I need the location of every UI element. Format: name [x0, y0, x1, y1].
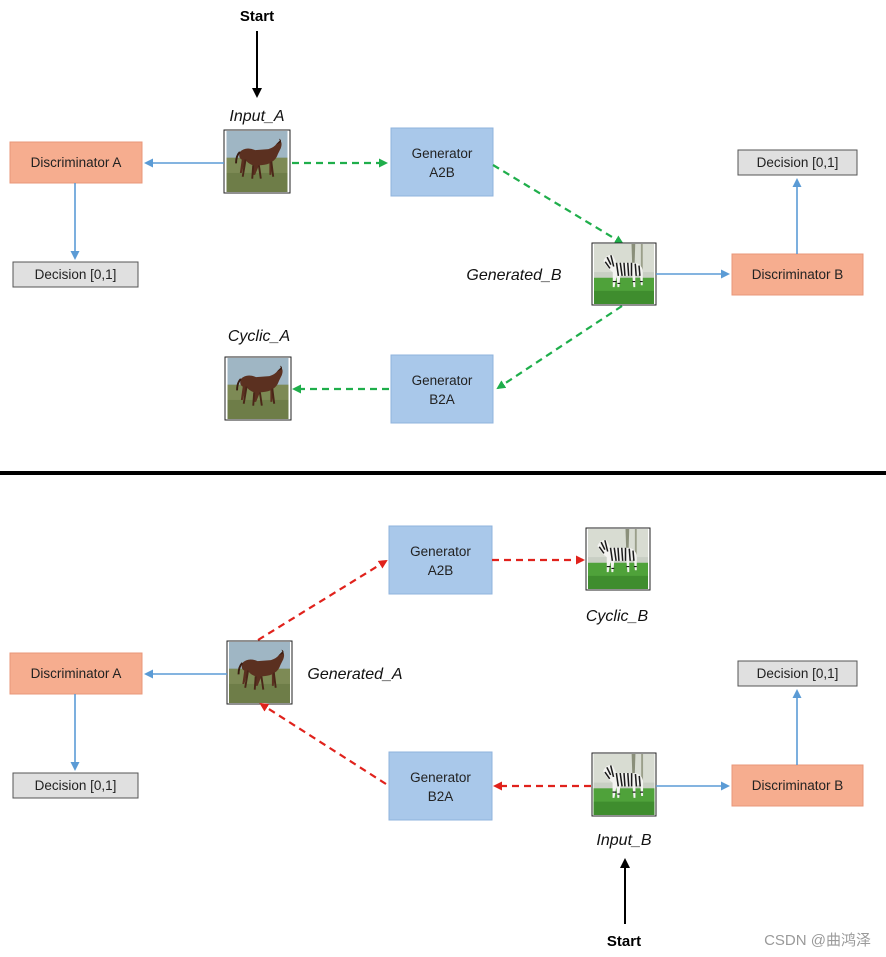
bottom-generator-a2b: Generator A2B	[388, 525, 493, 595]
bottom-decision-a: Decision [0,1]	[12, 772, 139, 799]
panel-divider	[0, 471, 886, 475]
top-cyclic-a-caption: Cyclic_A	[228, 328, 290, 345]
bottom-discriminator-a-label: Discriminator A	[31, 666, 122, 681]
top-generator-b2a-line1: Generator	[412, 373, 473, 388]
bottom-discriminator-b-label: Discriminator B	[752, 778, 844, 793]
bottom-generator-b2a-line2: B2A	[428, 789, 454, 804]
top-generated-b-caption: Generated_B	[466, 267, 562, 284]
top-discriminator-a: Discriminator A	[9, 141, 143, 184]
top-input-a-horse-icon	[223, 129, 291, 194]
bottom-generated-a-to-gen-a2b-arrow	[257, 559, 388, 641]
top-discriminator-b: Discriminator B	[731, 253, 864, 296]
top-gen-a2b-to-generated-b-arrow	[492, 164, 624, 245]
top-generator-a2b: Generator A2B	[390, 127, 494, 197]
bottom-input-b-caption: Input_B	[596, 832, 651, 849]
top-discriminator-b-label: Discriminator B	[752, 267, 844, 282]
top-generator-b2a: Generator B2A	[390, 354, 494, 424]
bottom-generator-a2b-line2: A2B	[428, 563, 454, 578]
top-generator-a2b-line2: A2B	[429, 165, 455, 180]
top-decision-a: Decision [0,1]	[12, 261, 139, 288]
top-cyclic-a-horse-icon	[224, 356, 292, 421]
bottom-decision-a-label: Decision [0,1]	[35, 778, 117, 793]
bottom-generator-b2a-line1: Generator	[410, 770, 471, 785]
top-discriminator-a-label: Discriminator A	[31, 155, 122, 170]
top-generator-a2b-line1: Generator	[412, 146, 473, 161]
bottom-cyclic-b-caption: Cyclic_B	[586, 608, 649, 625]
top-decision-b: Decision [0,1]	[737, 149, 858, 176]
bottom-generator-a2b-line1: Generator	[410, 544, 471, 559]
bottom-generator-b2a: Generator B2A	[388, 751, 493, 821]
bottom-start-label: Start	[607, 933, 641, 950]
bottom-generated-a-horse-icon	[226, 640, 293, 705]
top-start-label: Start	[240, 8, 274, 25]
top-decision-a-label: Decision [0,1]	[35, 267, 117, 282]
top-decision-b-label: Decision [0,1]	[757, 155, 839, 170]
bottom-input-b-zebra-icon	[591, 752, 657, 817]
top-input-a-caption: Input_A	[229, 108, 284, 125]
top-generated-b-zebra-icon	[591, 242, 657, 306]
top-generator-b2a-line2: B2A	[429, 392, 455, 407]
bottom-gen-b2a-to-generated-a-arrow	[259, 702, 387, 785]
bottom-discriminator-a: Discriminator A	[9, 652, 143, 695]
bottom-discriminator-b: Discriminator B	[731, 764, 864, 807]
top-generated-b-to-gen-b2a-arrow	[496, 305, 623, 390]
bottom-generated-a-caption: Generated_A	[307, 666, 402, 683]
bottom-decision-b: Decision [0,1]	[737, 660, 858, 687]
bottom-cyclic-b-zebra-icon	[585, 527, 651, 591]
watermark-text: CSDN @曲鸿泽	[764, 932, 871, 949]
bottom-decision-b-label: Decision [0,1]	[757, 666, 839, 681]
